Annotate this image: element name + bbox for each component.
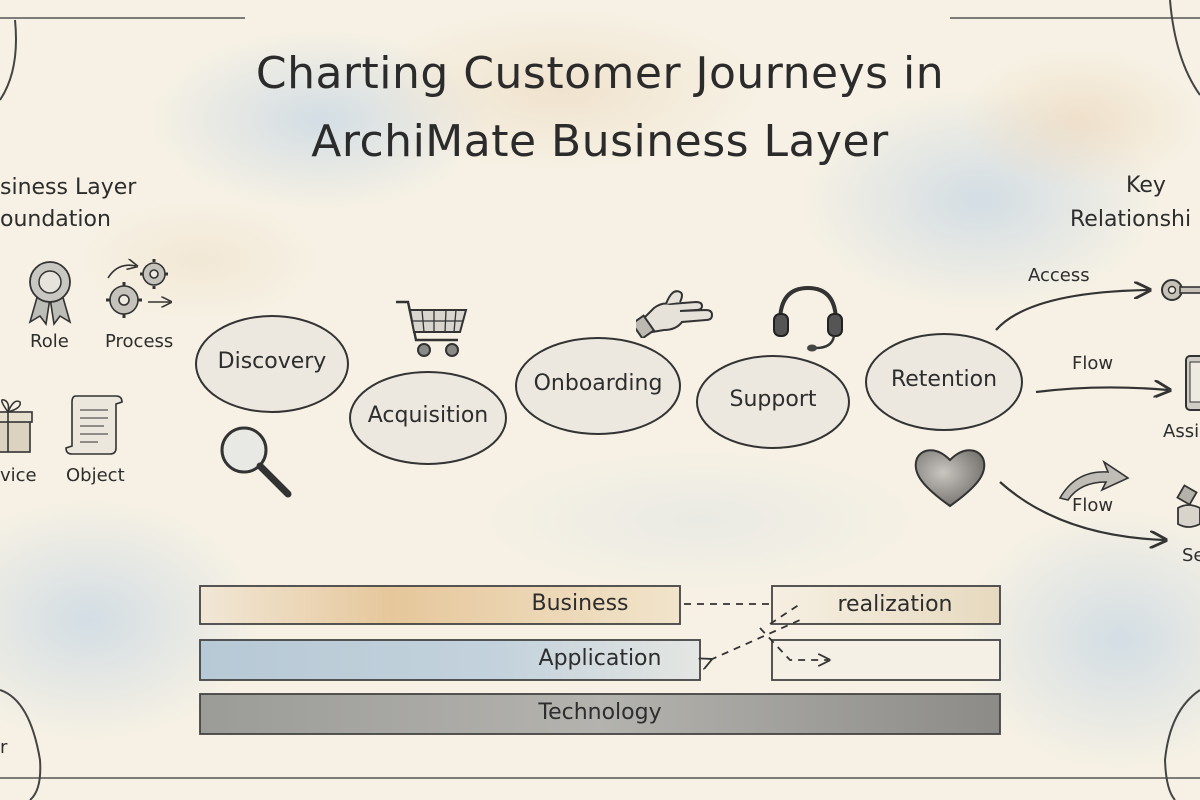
relationships-heading-line-1: Key <box>1126 173 1166 198</box>
title-line-2: ArchiMate Business Layer <box>311 116 889 167</box>
relationship-flow-label-1: Flow <box>1072 353 1114 374</box>
helping-hand-icon <box>636 290 714 338</box>
stage-discovery-ellipse <box>195 315 349 413</box>
title-line-1: Charting Customer Journeys in <box>255 48 945 99</box>
foundation-item-object: Object <box>66 465 125 486</box>
flow-arrow-1 <box>1035 387 1168 392</box>
relationship-access-label: Access <box>1028 265 1090 286</box>
realization-dash-3 <box>710 619 801 660</box>
realization-dash-2 <box>769 603 801 625</box>
foundation-heading-line-1: siness Layer <box>0 175 137 200</box>
curved-flow-arrow-icon <box>1058 459 1130 501</box>
relationship-target-serving: Se <box>1182 545 1200 566</box>
stage-onboarding-label: Onboarding <box>533 371 663 396</box>
layer-business-label: Business <box>531 591 629 616</box>
corner-fragment-bottom-left: r <box>0 737 8 758</box>
stage-acquisition-label: Acquisition <box>367 403 489 428</box>
layer-technology-bar <box>199 693 1001 735</box>
tablet-icon <box>1185 355 1200 411</box>
award-ribbon-icon <box>28 261 72 326</box>
gears-icon <box>106 258 176 318</box>
relationship-target-assignment: Assi <box>1163 421 1200 442</box>
realization-dash-4 <box>759 627 828 660</box>
headset-icon <box>773 285 843 352</box>
foundation-item-service: vice <box>0 465 37 486</box>
key-icon <box>1161 279 1200 301</box>
handshake-icon <box>1176 484 1200 528</box>
stage-support-ellipse <box>696 355 850 449</box>
stage-retention-ellipse <box>865 333 1023 431</box>
realization-target-box <box>771 639 1001 681</box>
document-scroll-icon <box>65 395 123 455</box>
layer-technology-label: Technology <box>538 700 662 725</box>
gift-box-icon <box>0 399 33 453</box>
foundation-item-process: Process <box>105 331 174 352</box>
realization-box <box>771 585 1001 625</box>
relationship-flow-label-2: Flow <box>1072 495 1114 516</box>
access-arrow <box>995 290 1148 331</box>
stage-acquisition-ellipse <box>349 371 507 465</box>
heart-icon <box>914 449 986 508</box>
stage-discovery-label: Discovery <box>217 349 327 374</box>
layer-business-bar <box>199 585 681 625</box>
foundation-item-role: Role <box>30 331 69 352</box>
relationships-heading-line-2: Relationshi <box>1070 207 1192 232</box>
magnifier-icon <box>220 426 292 498</box>
shopping-cart-icon <box>396 300 468 357</box>
flow-arrow-2 <box>999 481 1164 540</box>
stage-support-label: Support <box>729 387 817 412</box>
stage-retention-label: Retention <box>890 367 998 392</box>
layer-application-label: Application <box>538 646 662 671</box>
foundation-heading-line-2: oundation <box>0 207 111 232</box>
stage-onboarding-ellipse <box>515 337 681 435</box>
realization-label: realization <box>837 592 953 617</box>
